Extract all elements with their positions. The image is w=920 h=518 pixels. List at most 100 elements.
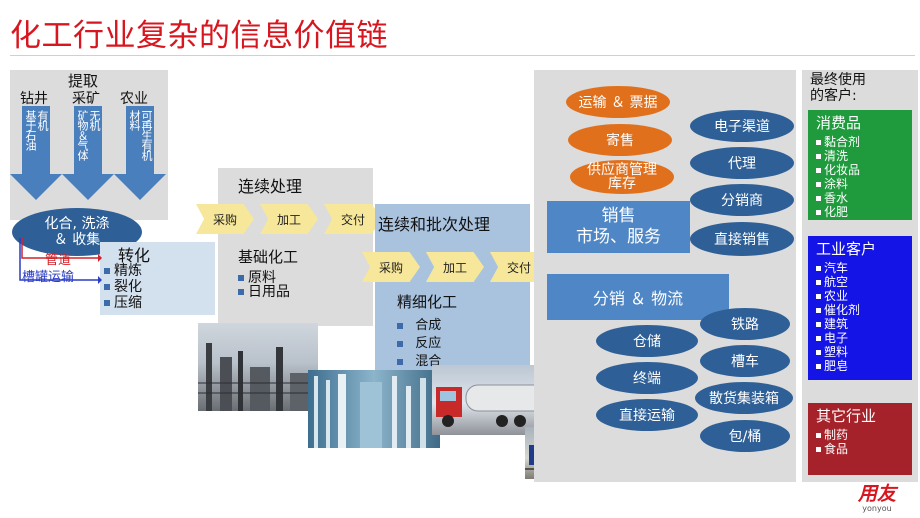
- sales-ellipse-consignment: 寄售: [568, 124, 672, 156]
- bullet-icon: [816, 447, 821, 452]
- transform-item-compress: 压缩: [104, 292, 142, 312]
- customer-item: 涂料: [816, 177, 912, 191]
- bullet-icon: [816, 350, 821, 355]
- continuous-title: 连续处理: [238, 177, 303, 196]
- batch-chevron-purchase: 采购: [362, 252, 420, 282]
- distribution-ellipse-label: 直接运输: [619, 408, 675, 424]
- sales-marketing-service-box: 销售 市场、服务: [547, 201, 690, 253]
- transform-panel: [100, 242, 215, 315]
- transform-item-label: 精炼: [114, 263, 142, 279]
- customer-item-label: 催化剂: [824, 303, 861, 317]
- distribution-ellipse-label: 包/桶: [728, 429, 762, 445]
- extract-col-head-drilling: 钻井: [20, 91, 48, 107]
- extract-col-head-mining: 采矿: [72, 91, 100, 107]
- extract-title: 提取: [68, 72, 99, 90]
- tank-arrow: [19, 238, 98, 281]
- customer-item-label: 建筑: [824, 317, 849, 331]
- page-title: 化工行业复杂的信息价值链: [10, 18, 388, 54]
- customer-item-label: 肥皂: [824, 359, 849, 373]
- customer-item: 汽车: [816, 261, 912, 275]
- batch-item-synthesis: 合成: [397, 314, 441, 333]
- customer-item-label: 化肥: [824, 205, 849, 219]
- customer-item: 化肥: [816, 205, 912, 219]
- distribution-ellipse-label: 仓储: [633, 334, 661, 350]
- title-divider: [10, 55, 915, 56]
- distribution-box-label: 分销 ＆ 物流: [592, 289, 684, 308]
- customer-group-consumer: 消费品 黏合剂 清洗 化妆品 涂料 香水 化肥: [808, 110, 912, 220]
- customer-item-label: 黏合剂: [824, 135, 861, 149]
- pipe-arrow: [21, 238, 98, 259]
- bullet-icon: [816, 210, 821, 215]
- customer-item-label: 电子: [824, 331, 849, 345]
- sales-ellipse-distributor: 分销商: [690, 184, 794, 216]
- customer-item: 食品: [816, 442, 912, 456]
- continuous-chevron-purchase: 采购: [196, 204, 254, 234]
- bullet-icon: [816, 364, 821, 369]
- bullet-icon: [104, 268, 110, 274]
- bullet-icon: [238, 289, 244, 295]
- distribution-ellipse-label: 铁路: [731, 317, 759, 333]
- arrow-down-agriculture: [114, 106, 166, 200]
- customer-group-other: 其它行业 制药 食品: [808, 403, 912, 475]
- customer-item: 制药: [816, 428, 912, 442]
- continuous-item-commodity: 日用品: [238, 281, 290, 301]
- lab-plant-illustration: [314, 374, 426, 448]
- arrow-down-mining: [62, 106, 114, 200]
- bullet-icon: [397, 358, 403, 365]
- continuous-item-label: 原料: [248, 270, 276, 286]
- bullet-icon: [816, 266, 821, 271]
- arrow-down-drilling: [10, 106, 62, 200]
- logo-main: 用友: [857, 483, 896, 505]
- customer-item-label: 涂料: [824, 177, 849, 191]
- extract-col-body-agriculture: 可再生有机 材料: [128, 110, 153, 160]
- sales-ellipse-transport-billing: 运输 ＆ 票据: [566, 86, 670, 118]
- lab-plant-photo: [308, 370, 440, 448]
- customer-item-label: 制药: [824, 428, 849, 442]
- pipe-label: 管道: [45, 253, 72, 268]
- sales-ellipse-label: 分销商: [721, 193, 763, 209]
- continuous-chevron-deliver: 交付: [324, 204, 382, 234]
- distribution-ellipse-label: 散货集装箱: [709, 391, 779, 407]
- bullet-icon: [816, 294, 821, 299]
- customer-item-label: 航空: [824, 275, 849, 289]
- bullet-icon: [816, 280, 821, 285]
- yonyou-logo: 用友 yonyou: [842, 484, 912, 516]
- customer-item: 航空: [816, 275, 912, 289]
- sales-ellipse-label: 直接销售: [714, 232, 770, 248]
- bullet-icon: [816, 336, 821, 341]
- bullet-icon: [816, 168, 821, 173]
- refinery-illustration: [198, 343, 318, 411]
- bullet-icon: [816, 182, 821, 187]
- pipe-arrowhead: [98, 254, 102, 262]
- distribution-ellipse-label: 槽车: [731, 354, 759, 370]
- customer-group-name: 其它行业: [816, 407, 877, 425]
- bullet-icon: [816, 196, 821, 201]
- distribution-ellipse-bulk-container: 散货集装箱: [695, 382, 793, 414]
- customer-item: 催化剂: [816, 303, 912, 317]
- pipe-tank-arrows: [19, 238, 102, 284]
- customer-item: 塑料: [816, 345, 912, 359]
- sales-box-label: 销售 市场、服务: [576, 206, 661, 247]
- customer-item: 电子: [816, 331, 912, 345]
- bullet-icon: [397, 322, 403, 329]
- sales-ellipse-label: 电子渠道: [714, 119, 770, 135]
- extract-col-body-drilling: 有机 基于石油: [24, 110, 49, 150]
- batch-item-label: 反应: [415, 336, 442, 351]
- bullet-icon: [104, 284, 110, 290]
- continuous-panel: [218, 168, 373, 326]
- distribution-ellipse-terminal: 终端: [596, 362, 698, 394]
- customer-item-label: 香水: [824, 191, 849, 205]
- bullet-icon: [104, 300, 110, 306]
- customer-item-label: 农业: [824, 289, 849, 303]
- customer-item-label: 清洗: [824, 149, 849, 163]
- distribution-ellipse-tanker: 槽车: [700, 345, 790, 377]
- continuous-subtitle: 基础化工: [238, 248, 299, 266]
- distribution-ellipse-rail: 铁路: [700, 308, 790, 340]
- customer-item-label: 汽车: [824, 261, 849, 275]
- bullet-icon: [816, 322, 821, 327]
- continuous-chevron-process: 加工: [260, 204, 318, 234]
- customer-item: 化妆品: [816, 163, 912, 177]
- combine-label: 化合, 洗涤 ＆ 收集: [44, 216, 110, 248]
- customer-item: 肥皂: [816, 359, 912, 373]
- bullet-icon: [816, 308, 821, 313]
